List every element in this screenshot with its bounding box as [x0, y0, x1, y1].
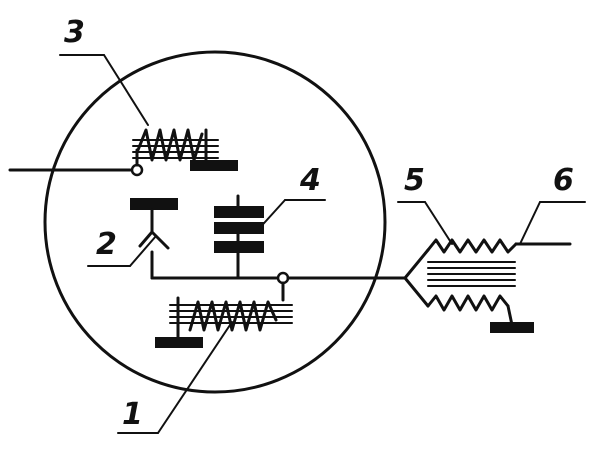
leader-6 — [519, 201, 541, 245]
coil-1 — [155, 296, 293, 348]
leader-3 — [103, 54, 149, 126]
winding-5 — [426, 238, 518, 254]
leader-4 — [255, 199, 286, 233]
leader-1 — [157, 321, 233, 434]
housing-circle — [43, 50, 387, 394]
capacitor-4 — [214, 194, 264, 280]
label-4: 4 — [299, 163, 321, 198]
leader-2 — [129, 235, 157, 267]
transformer — [403, 238, 572, 333]
label-6: 6 — [553, 163, 574, 198]
label-3: 3 — [64, 15, 85, 50]
coil-3 — [132, 128, 238, 171]
ground-plate — [490, 322, 534, 333]
label-1: 1 — [122, 397, 143, 432]
leader-5 — [424, 201, 453, 245]
label-5: 5 — [404, 163, 425, 198]
label-2: 2 — [96, 227, 117, 262]
winding-lower — [426, 294, 510, 312]
contact-2 — [130, 198, 178, 280]
